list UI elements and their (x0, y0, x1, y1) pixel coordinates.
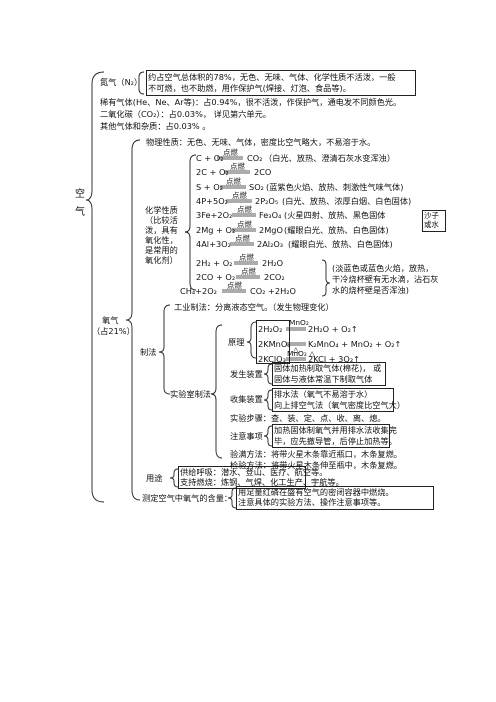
principle-3-cond: MnO₂ △ (287, 349, 315, 358)
principle-box (256, 320, 290, 364)
gen-label: 发生装置 (230, 369, 263, 379)
flame-note-1: (淡蓝色或蓝色火焰，放热， (332, 263, 434, 273)
caution-label: 注意事项 (230, 431, 263, 441)
principle-2-cond: △ (293, 345, 299, 354)
rxn-9-cond: 点燃 (227, 281, 242, 290)
rxn-2-note: (蓝紫色火焰、放热、刺激性气味气体) (266, 182, 404, 192)
fe-box-line2: 或水 (424, 220, 439, 229)
test-line: 检验方法：将带火星木条伸至瓶中，木条复燃。 (230, 460, 402, 470)
uses-box (178, 466, 306, 489)
rxn-3-note: (白光、放热、浓厚白烟、白色固体) (282, 196, 412, 206)
rxn-5-note: (耀眼白光、放热、白色固体) (284, 225, 389, 235)
chemical-label-5: 是常用的 (145, 245, 178, 255)
measure-line1: 用足量红磷在盛有空气的密闭容器中燃烧。 (238, 487, 394, 497)
rxn-1-left: 2C + O₂ (196, 167, 229, 177)
root-char-2: 气 (75, 207, 85, 218)
chemical-label-2: （比较活 (145, 215, 178, 225)
chemical-label-4: 氧化性， (145, 235, 178, 245)
rxn-2-right: SO₂ (249, 182, 264, 192)
oxygen-label: 氧气 (102, 315, 119, 325)
other-gas-line: 其他气体和杂质：占0.03% 。 (100, 121, 211, 131)
rxn-8-left: 2CO + O₂ (196, 272, 236, 282)
principle-label: 原理 (228, 337, 245, 347)
rxn-6-note: (耀眼白光、放热、白色固体) (288, 239, 393, 249)
gen-box (272, 362, 386, 386)
rxn-0-cond: 点燃 (223, 148, 238, 157)
rxn-6-cond: 点燃 (235, 234, 250, 243)
rxn-6-right: 2Al₂O₃ (257, 239, 284, 249)
uses-line1: 供给呼吸：潜水、登山、医疗、航空等。 (180, 467, 328, 477)
rxn-4-cond: 点燃 (237, 205, 252, 214)
n2-label: 氮气（N₂） (100, 77, 143, 87)
rxn-1-right: 2CO (254, 167, 272, 177)
fe-box-line1: 沙子 (424, 211, 439, 220)
principle-1-cond: MnO₂ (289, 318, 309, 327)
principle-2-right: K₂MnO₄ + MnO₂ + O₂↑ (308, 339, 402, 349)
chemical-label-1: 化学性质 (145, 205, 178, 215)
n2-desc-line1: 约占空气总体积的78%，无色、无味、气体、化学性质不活泼，一般 (148, 72, 396, 82)
gen-line2: 固体与液体常温下制取气体 (274, 374, 373, 384)
rxn-2-left: S + O₂ (196, 182, 223, 192)
col-label: 收集装置 (230, 394, 263, 404)
rxn-1-cond: 点燃 (230, 162, 245, 171)
principle-3-left: 2KClO₃ (258, 354, 286, 364)
physical-properties: 物理性质：无色、无味、气体，密度比空气略大，不易溶于水。 (146, 137, 376, 147)
co2-line: 二氧化碳（CO₂）：占0.03%， 详见第六单元。 (100, 109, 271, 119)
caution-line1: 加热固体制氧气并用排水法收集完 (274, 425, 397, 435)
rxn-9-left: CH₄+2O₂ (180, 286, 217, 296)
rxn-4-left: 3Fe+2O₂ (196, 210, 233, 220)
n2-desc-line2: 不可燃，也不助燃，用作保护气(焊接、灯泡、食品等)。 (148, 83, 351, 93)
rxn-6-left: 4Al+3O₂ (196, 239, 231, 249)
measure-box (236, 486, 434, 510)
flame-note-3: 水的烧杯壁是否浑浊) (332, 285, 409, 295)
rxn-4-note: (火星四射、放热、黑色固体 (284, 210, 386, 220)
root-char-1: 空 (75, 189, 85, 200)
gen-line1: 固体加热制取气体(棉花)， 或 (274, 363, 382, 373)
principle-1-left: 2H₂O₂ (258, 324, 283, 334)
caution-line2: 毕，应先撤导管，后停止加热等。 (274, 436, 397, 446)
rxn-3-right: 2P₂O₅ (255, 196, 279, 206)
col-box (272, 388, 394, 412)
rxn-0-left: C + O₂ (196, 153, 224, 163)
chemical-label-3: 泼，具有 (145, 225, 178, 235)
lab-label: 实验室制法 (170, 389, 211, 399)
rxn-5-right: 2MgO (259, 225, 283, 235)
rxn-7-left: 2H₂ + O₂ (196, 258, 233, 268)
measure-line2: 注意具体的实验方法、操作注意事项等。 (238, 497, 386, 507)
rxn-7-cond: 点燃 (239, 253, 254, 262)
uses-line2: 支持燃烧：炼钢、气焊、化工生产、宇航等。 (180, 477, 344, 487)
steps-line: 实验步骤：查、装、定、点、收、离、熄。 (230, 413, 386, 423)
n2-desc-box (146, 70, 416, 96)
oxygen-percent: （占21%） (92, 326, 135, 336)
industrial-method: 工业制法：分离液态空气。（发生物理变化） (174, 302, 334, 312)
measure-label: 测定空气中氧气的含量： (142, 493, 233, 503)
rxn-8-cond: 点燃 (241, 267, 256, 276)
rxn-3-cond: 点燃 (232, 191, 247, 200)
rxn-0-right: CO₂ (247, 153, 263, 163)
uses-label: 用途 (146, 473, 163, 483)
rxn-5-cond: 点燃 (237, 220, 252, 229)
rxn-0-note: （白光、放热、澄清石灰水变浑浊） (264, 153, 396, 163)
fe-note-box (422, 210, 446, 232)
rxn-8-right: 2CO₂ (264, 272, 285, 282)
rxn-5-left: 2Mg + O₂ (196, 225, 236, 235)
prep-label: 制法 (140, 347, 157, 357)
check-line: 验满方法：将带火星木条靠近瓶口，木条复燃。 (230, 449, 402, 459)
principle-3-right: 2KCl + 3O₂↑ (308, 354, 360, 364)
rxn-9-right: CO₂ +2H₂O (250, 286, 296, 296)
rxn-4-right: Fe₃O₄ (259, 210, 282, 220)
rxn-7-right: 2H₂O (262, 258, 284, 268)
principle-1-right: 2H₂O + O₂↑ (308, 324, 358, 334)
noble-gas-line: 稀有气体(He、Ne、Ar等)：占0.94%，很不活泼，作保护气，通电发不同颜色… (100, 97, 402, 107)
rxn-3-left: 4P+5O₂ (196, 196, 228, 206)
flame-note-2: 干冷烧杯壁有无水滴，沾石灰 (332, 274, 439, 284)
col-line2: 向上排空气法（氧气密度比空气大） (274, 400, 406, 410)
col-line1: 排水法（氧气不易溶于水） (274, 389, 373, 399)
rxn-2-cond: 点燃 (226, 177, 241, 186)
principle-2-left: 2KMnO₄ (258, 339, 291, 349)
caution-box (272, 424, 390, 448)
chemical-label-6: 氧化剂） (145, 255, 178, 265)
